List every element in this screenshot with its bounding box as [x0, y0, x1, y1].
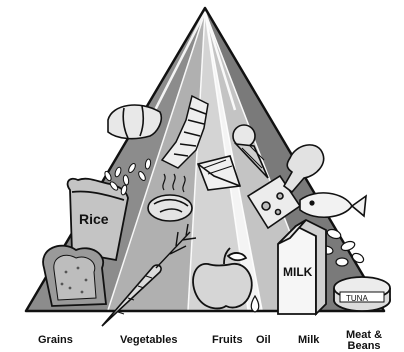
label-oil: Oil — [256, 334, 271, 346]
label-grains: Grains — [38, 334, 73, 346]
tuna-can-icon: TUNA — [334, 277, 390, 311]
label-milk: Milk — [298, 334, 319, 346]
tuna-can-label: TUNA — [346, 294, 368, 303]
fish-icon — [300, 193, 366, 217]
rice-bag-label: Rice — [79, 211, 109, 227]
rice-bag-icon: Rice — [68, 179, 128, 260]
bread-slice-icon — [43, 246, 106, 306]
croissant-icon — [108, 105, 161, 139]
label-meat-beans: Meat & Beans — [346, 330, 382, 352]
milk-carton-label: MILK — [283, 265, 313, 279]
label-fruits: Fruits — [212, 334, 243, 346]
label-vegetables: Vegetables — [120, 334, 177, 346]
